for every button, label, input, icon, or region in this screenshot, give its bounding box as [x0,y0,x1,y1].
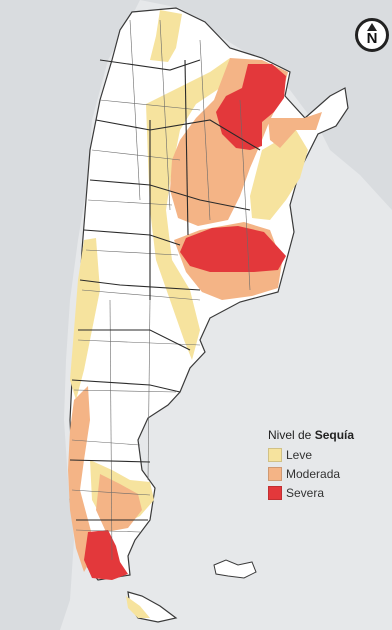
drought-severa-areas [84,64,286,580]
legend-item-moderada: Moderada [268,465,388,483]
north-triangle-icon [367,22,377,31]
neighbor-land-north [140,0,392,210]
malvinas-islands [213,559,257,579]
legend-label-moderada: Moderada [286,467,341,481]
legend-item-severa: Severa [268,484,388,502]
legend-title-bold: Sequía [314,428,355,442]
neighbor-land-west [0,0,140,630]
north-arrow-icon: N [355,18,389,52]
legend-item-leve: Leve [268,446,388,464]
legend-swatch-leve [268,448,282,462]
map-legend: Nivel de Sequía Leve Moderada Severa [268,428,388,503]
legend-label-severa: Severa [286,486,325,500]
legend-title: Nivel de Sequía [268,428,388,442]
north-letter: N [366,29,378,47]
legend-swatch-severa [268,486,282,500]
province-boundaries [69,59,261,521]
legend-swatch-moderada [268,467,282,481]
legend-title-prefix: Nivel de [268,428,312,442]
legend-label-leve: Leve [286,448,313,462]
